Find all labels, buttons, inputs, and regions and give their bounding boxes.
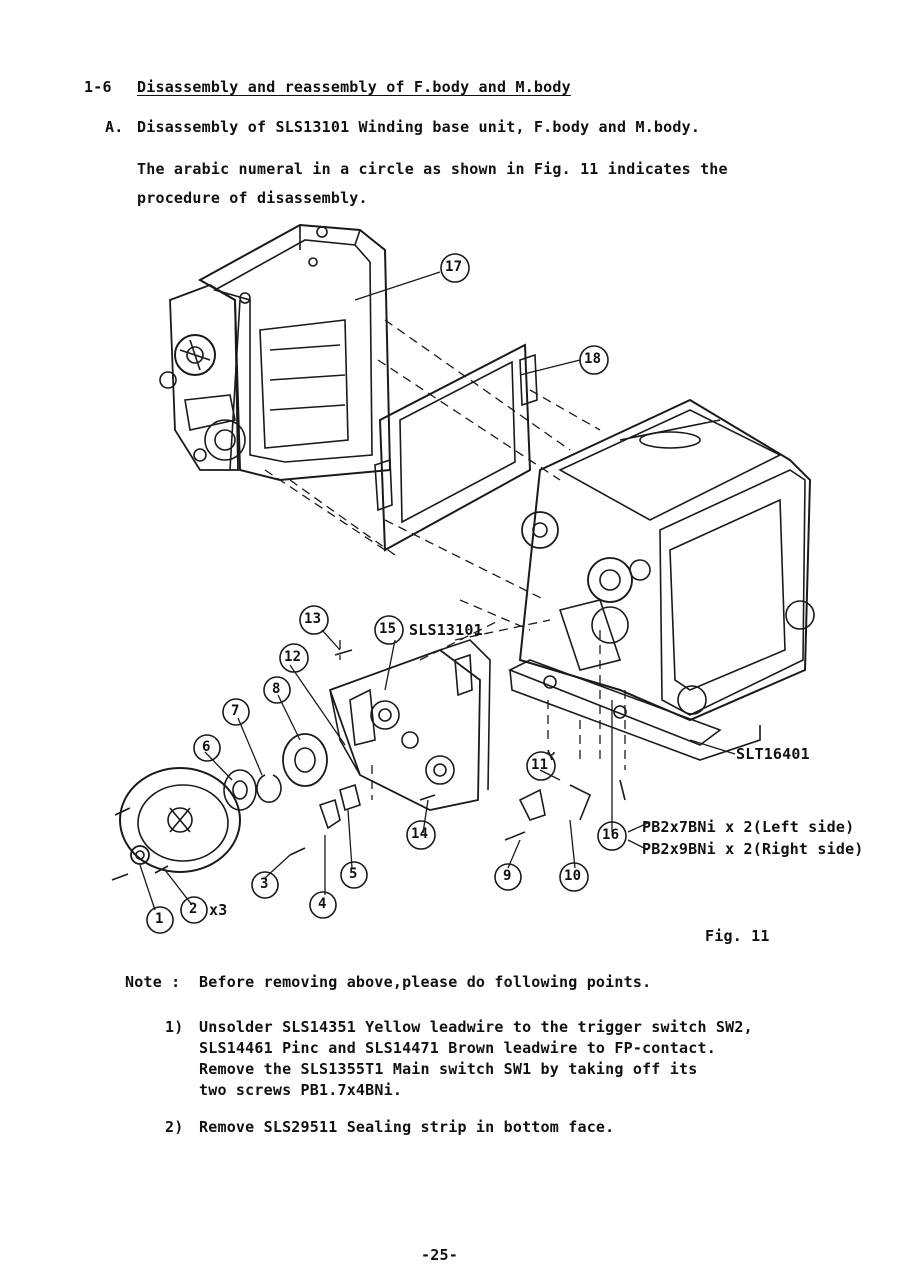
callout-5 xyxy=(340,861,368,889)
m-body-assembly xyxy=(508,398,815,761)
callout-12-label: 12 xyxy=(284,649,302,665)
callout-16-label: 16 xyxy=(602,827,620,843)
callout-1-label: 1 xyxy=(155,911,164,927)
callout-14 xyxy=(406,820,436,850)
callout-1 xyxy=(146,906,174,934)
callout-2-label: 2 xyxy=(189,901,198,917)
callout-5-label: 5 xyxy=(349,866,358,882)
leader-lines xyxy=(139,271,736,911)
page-number: -25- xyxy=(421,1246,458,1264)
callout-8 xyxy=(263,676,291,704)
callout-7 xyxy=(222,698,250,726)
note-item-1-line-2: SLS14461 Pinc and SLS14471 Brown leadwir… xyxy=(199,1039,716,1057)
callout-18 xyxy=(579,345,609,375)
note-item-2-number: 2) xyxy=(165,1118,184,1136)
intro-line-1: The arabic numeral in a circle as shown … xyxy=(137,160,728,178)
winding-base-unit xyxy=(328,639,491,811)
small-parts xyxy=(111,649,626,881)
note-item-1-line-3: Remove the SLS1355T1 Main switch SW1 by … xyxy=(199,1060,698,1078)
callout-11 xyxy=(526,751,556,781)
callout-9-label: 9 xyxy=(503,868,512,884)
callout-10 xyxy=(559,862,589,892)
section-number: 1-6 xyxy=(84,78,112,96)
callout-8-label: 8 xyxy=(272,681,281,697)
callout-17 xyxy=(440,253,470,283)
frame-plate xyxy=(374,343,538,552)
subsection-letter: A. xyxy=(105,118,124,136)
x3-label: x3 xyxy=(209,901,228,919)
f-body-frame xyxy=(159,223,392,482)
callout-3-label: 3 xyxy=(260,876,269,892)
callout-13-label: 13 xyxy=(304,611,322,627)
screw-label-right: PB2x9BNi x 2(Right side) xyxy=(642,840,864,858)
callout-9 xyxy=(494,863,522,891)
callout-18-label: 18 xyxy=(584,351,602,367)
note-item-2-line-1: Remove SLS29511 Sealing strip in bottom … xyxy=(199,1118,615,1136)
callout-15-label: 15 xyxy=(379,621,397,637)
intro-line-2: procedure of disassembly. xyxy=(137,189,368,207)
callout-6-label: 6 xyxy=(202,739,211,755)
note-item-1-number: 1) xyxy=(165,1018,184,1036)
callout-12 xyxy=(279,643,309,673)
part-label-body: SLT16401 xyxy=(736,745,810,763)
note-item-1-line-1: Unsolder SLS14351 Yellow leadwire to the… xyxy=(199,1018,753,1036)
callout-11-label: 11 xyxy=(531,757,549,773)
callout-circles xyxy=(146,253,627,934)
callout-2 xyxy=(180,896,208,924)
figure-caption: Fig. 11 xyxy=(705,927,770,945)
alignment-lines xyxy=(264,319,626,800)
callout-15 xyxy=(374,615,404,645)
callout-17-label: 17 xyxy=(445,259,463,275)
callout-7-label: 7 xyxy=(231,703,240,719)
note-item-1-line-4: two screws PB1.7x4BNi. xyxy=(199,1081,403,1099)
take-up-disc xyxy=(119,767,241,873)
part-label-unit: SLS13101 xyxy=(409,621,483,639)
callout-3 xyxy=(251,871,279,899)
callout-4-label: 4 xyxy=(318,896,327,912)
screw-label-left: PB2x7BNi x 2(Left side) xyxy=(642,818,855,836)
callout-16 xyxy=(597,821,627,851)
note-label: Note : xyxy=(125,973,181,991)
callout-13 xyxy=(299,605,329,635)
callout-14-label: 14 xyxy=(411,826,429,842)
callout-10-label: 10 xyxy=(564,868,582,884)
section-title: Disassembly and reassembly of F.body and… xyxy=(137,78,571,96)
subsection-title: Disassembly of SLS13101 Winding base uni… xyxy=(137,118,701,136)
callout-6 xyxy=(193,734,221,762)
callout-4 xyxy=(309,891,337,919)
note-text: Before removing above,please do followin… xyxy=(199,973,652,991)
